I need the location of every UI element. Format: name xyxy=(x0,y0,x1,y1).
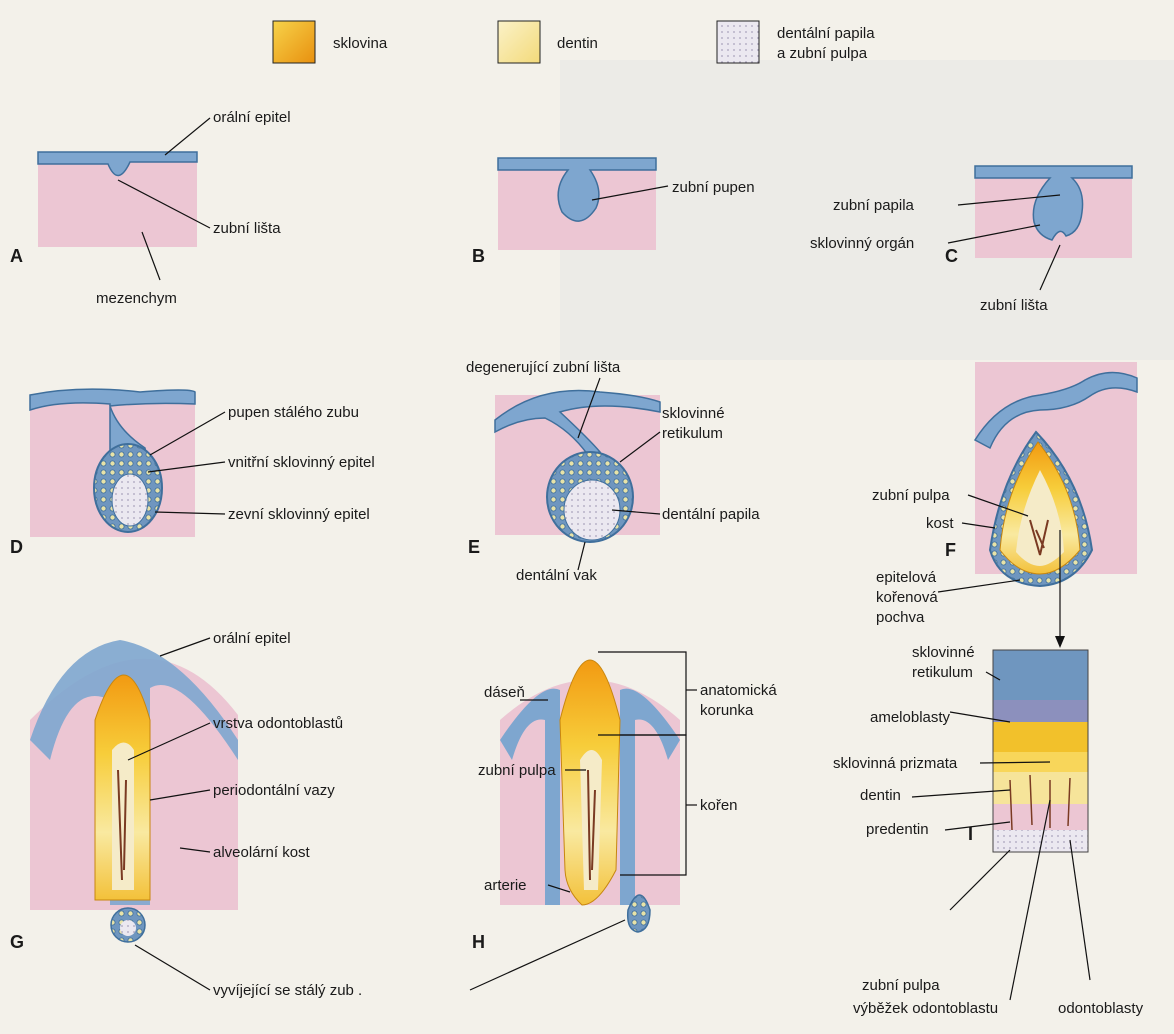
panel-letter-d: D xyxy=(10,537,23,557)
label-reticulum-e-1: sklovinné xyxy=(662,405,725,422)
label-oral-epithelium-g: orální epitel xyxy=(213,630,291,647)
label-oral-epithelium-a: orální epitel xyxy=(213,109,291,126)
panel-letter-e: E xyxy=(468,537,480,557)
label-dental-papilla-c: zubní papila xyxy=(833,197,915,214)
label-root-h: kořen xyxy=(700,797,738,814)
label-pulp-f: zubní pulpa xyxy=(872,487,950,504)
label-root-sheath-3: pochva xyxy=(876,609,925,626)
label-odontoblast-layer: vrstva odontoblastů xyxy=(213,715,343,732)
label-reticulum-i-1: sklovinné xyxy=(912,644,975,661)
label-developing-permanent: vyvíjející se stálý zub . xyxy=(213,982,362,999)
panel-letter-b: B xyxy=(472,246,485,266)
panel-letter-f: F xyxy=(945,540,956,560)
label-artery: arterie xyxy=(484,877,527,894)
label-pulp-i: zubní pulpa xyxy=(862,977,940,994)
label-odontoblasts: odontoblasty xyxy=(1058,1000,1144,1017)
panel-letter-g: G xyxy=(10,932,24,952)
label-permanent-bud: pupen stálého zubu xyxy=(228,404,359,421)
panel-letter-a: A xyxy=(10,246,23,266)
label-dental-papilla-e: dentální papila xyxy=(662,506,760,523)
label-reticulum-e-2: retikulum xyxy=(662,425,723,442)
enamel-swatch xyxy=(273,21,315,63)
label-alveolar-bone: alveolární kost xyxy=(213,844,311,861)
label-dental-sac: dentální vak xyxy=(516,567,597,584)
legend-enamel-label: sklovina xyxy=(333,35,388,52)
label-enamel-organ: sklovinný orgán xyxy=(810,235,914,252)
panel-letter-h: H xyxy=(472,932,485,952)
panel-letter-c: C xyxy=(945,246,958,266)
label-predentin: predentin xyxy=(866,821,929,838)
label-pulp-h: zubní pulpa xyxy=(478,762,556,779)
label-odontoblast-process: výběžek odontoblastu xyxy=(853,1000,998,1017)
label-bone-f: kost xyxy=(926,515,954,532)
dentin-swatch xyxy=(498,21,540,63)
papilla-swatch xyxy=(717,21,759,63)
legend-papilla-label-1: dentální papila xyxy=(777,25,875,42)
label-tooth-bud: zubní pupen xyxy=(672,179,755,196)
label-crown-1: anatomická xyxy=(700,682,777,699)
label-dental-lamina-a: zubní lišta xyxy=(213,220,281,237)
label-ameloblasts: ameloblasty xyxy=(870,709,951,726)
label-degenerating-lamina: degenerující zubní lišta xyxy=(466,359,621,376)
label-gingiva: dáseň xyxy=(484,684,525,701)
legend-dentin-label: dentin xyxy=(557,35,598,52)
label-reticulum-i-2: retikulum xyxy=(912,664,973,681)
legend-papilla-label-2: a zubní pulpa xyxy=(777,45,868,62)
label-outer-epithelium: zevní sklovinný epitel xyxy=(228,506,370,523)
label-dental-lamina-c: zubní lišta xyxy=(980,297,1048,314)
label-mesenchyme: mezenchym xyxy=(96,290,177,307)
label-crown-2: korunka xyxy=(700,702,754,719)
label-inner-epithelium: vnitřní sklovinný epitel xyxy=(228,454,375,471)
label-dentin-i: dentin xyxy=(860,787,901,804)
label-periodontal: periodontální vazy xyxy=(213,782,335,799)
label-root-sheath-1: epitelová xyxy=(876,569,937,586)
label-root-sheath-2: kořenová xyxy=(876,589,938,606)
label-prisms: sklovinná prizmata xyxy=(833,755,958,772)
